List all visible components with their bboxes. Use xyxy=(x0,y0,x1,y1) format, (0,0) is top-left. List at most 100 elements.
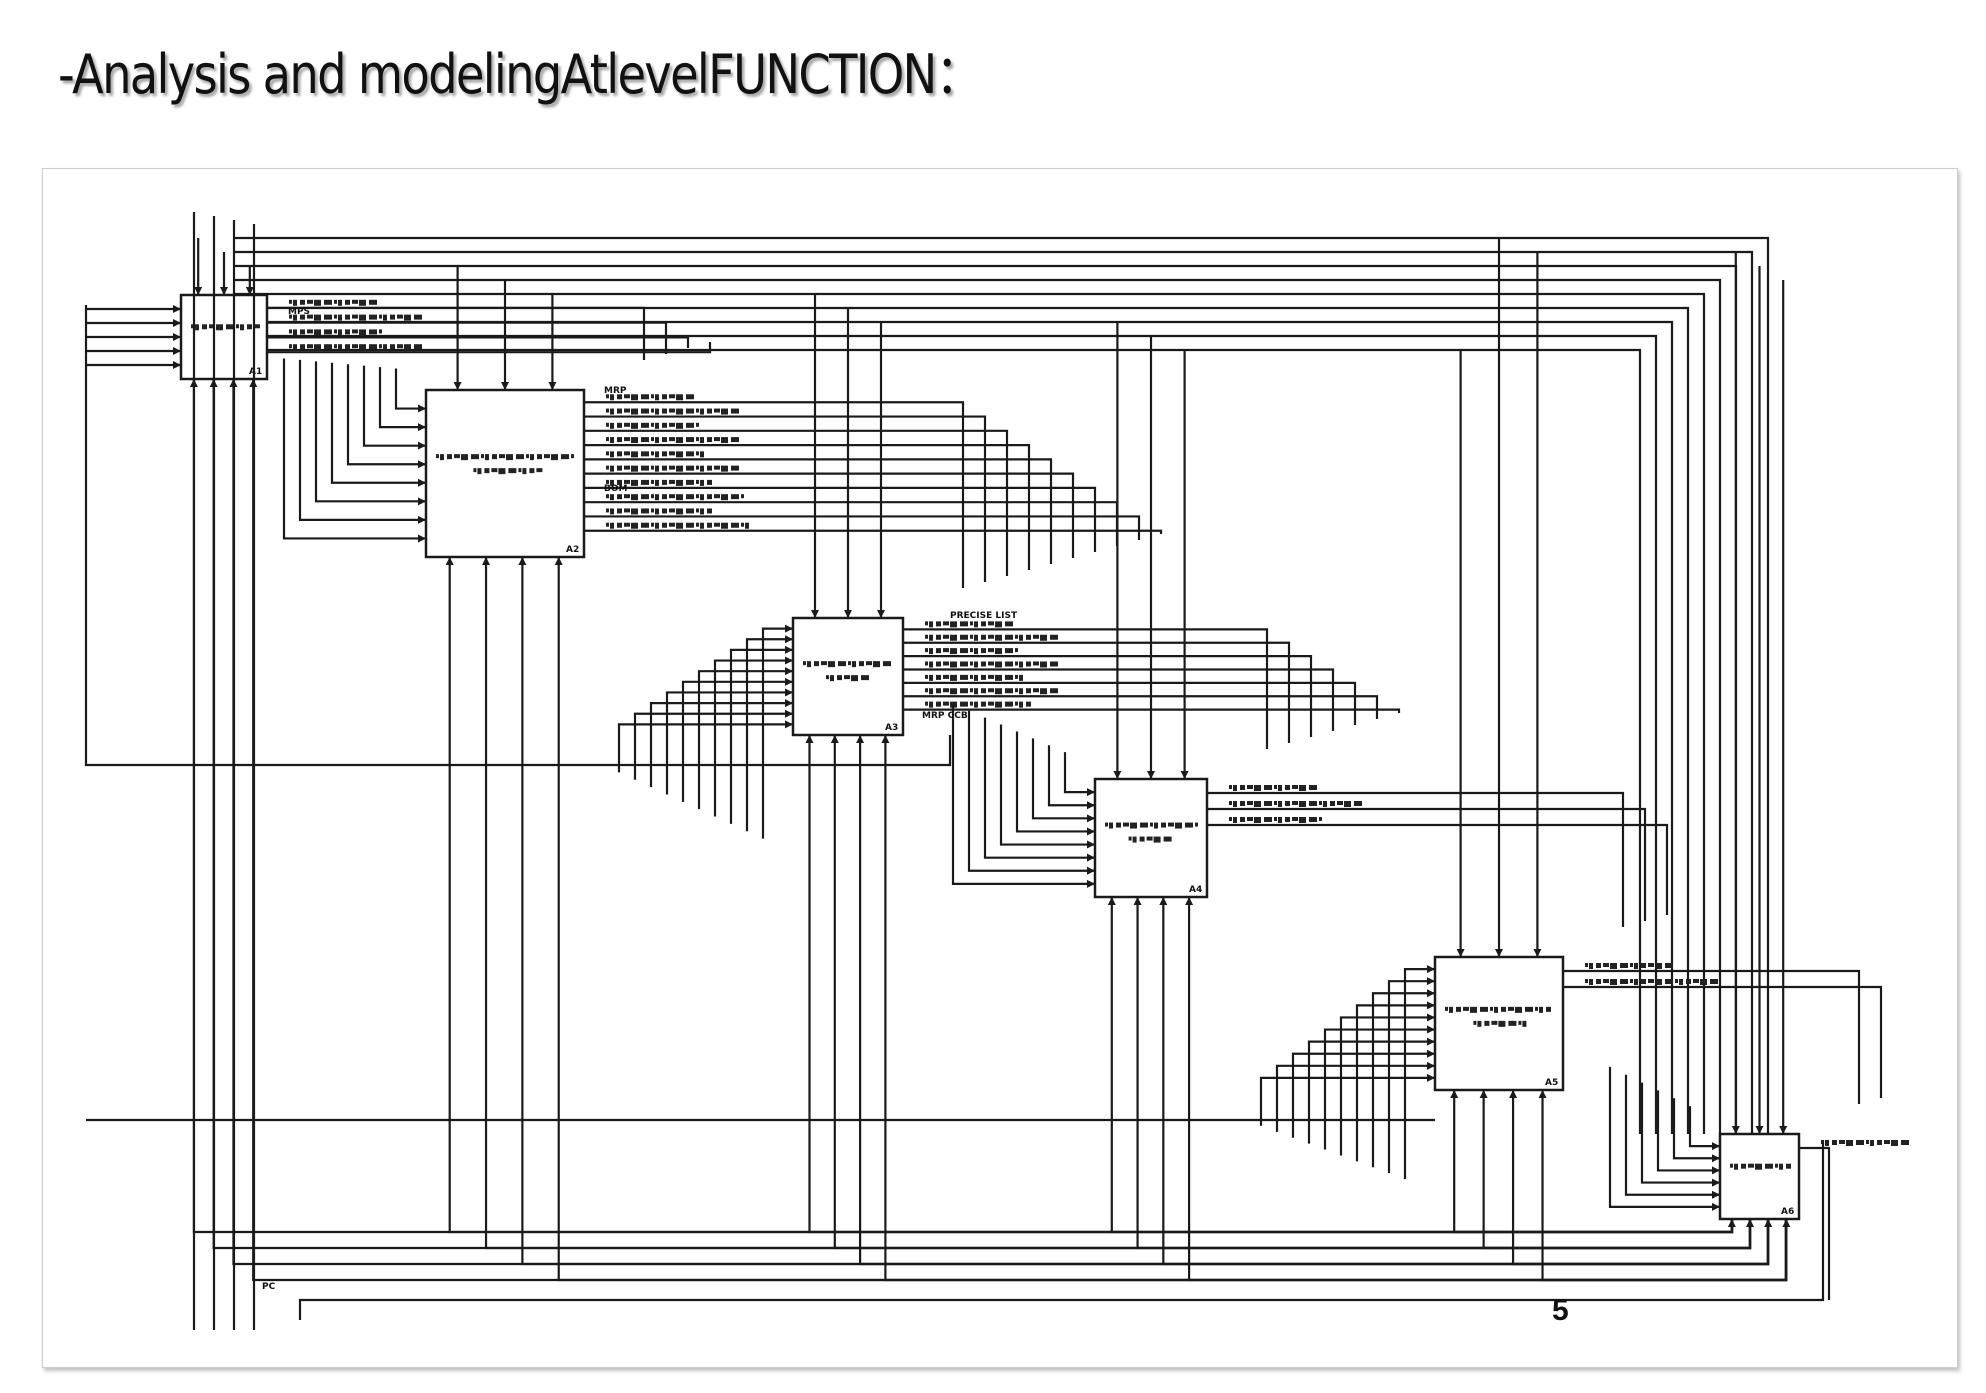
arrowhead-icon xyxy=(1509,1090,1518,1098)
input-arrow xyxy=(617,723,793,773)
arrowhead-icon xyxy=(1538,1090,1547,1098)
input-arrow xyxy=(1371,992,1435,1168)
arrowhead-icon xyxy=(173,347,181,355)
output-label xyxy=(606,408,739,415)
input-arrow xyxy=(1403,967,1435,1180)
output-arrow xyxy=(267,306,646,360)
control-bus-line xyxy=(234,348,1642,1134)
activity-box-title xyxy=(1473,1020,1527,1027)
feedback-line xyxy=(84,305,952,767)
arrowhead-icon xyxy=(1755,1126,1764,1134)
output-label xyxy=(289,314,422,321)
input-arrow xyxy=(1339,1016,1435,1156)
arrowhead-icon xyxy=(1427,1025,1435,1034)
output-arrow xyxy=(267,336,690,348)
arrowhead-icon xyxy=(830,735,839,743)
mechanism-arrow xyxy=(858,735,1770,1266)
input-arrow xyxy=(1688,1106,1720,1148)
arrowhead-icon xyxy=(785,624,793,633)
output-arrow xyxy=(584,486,1097,552)
activity-box xyxy=(1718,1132,1801,1221)
arrowhead-icon xyxy=(1712,1178,1720,1187)
arrowhead-icon xyxy=(1712,1142,1720,1151)
arrowhead-icon xyxy=(453,382,462,390)
input-arrow xyxy=(1047,745,1095,807)
input-arrow xyxy=(1640,1082,1720,1184)
output-arrow xyxy=(1207,807,1647,921)
arrowhead-icon xyxy=(1113,771,1122,779)
activity-box-title xyxy=(436,454,574,461)
output-arrow xyxy=(903,695,1379,719)
input-arrow xyxy=(761,627,793,839)
output-arrow xyxy=(584,529,1163,534)
arrowhead-icon xyxy=(785,688,793,697)
arrowhead-icon xyxy=(1087,801,1095,810)
output-label xyxy=(1585,963,1673,969)
input-arrow xyxy=(697,670,793,810)
arrowhead-icon xyxy=(1427,1001,1435,1010)
activity-box-title xyxy=(1730,1163,1791,1170)
arrowhead-icon xyxy=(194,287,203,295)
box-id-label: A3 xyxy=(885,723,898,733)
output-arrow xyxy=(267,342,712,354)
box-id-label: A6 xyxy=(1781,1207,1794,1217)
output-label-mps: MPS xyxy=(288,307,310,317)
arrowhead-icon xyxy=(1427,1037,1435,1046)
output-label xyxy=(925,661,1058,668)
activity-box-title xyxy=(803,661,891,668)
arrowhead-icon xyxy=(785,709,793,718)
input-arrow xyxy=(649,701,793,788)
arrowhead-icon xyxy=(1427,965,1435,974)
mechanism-arrow xyxy=(833,735,1752,1250)
arrowhead-icon xyxy=(173,333,181,341)
arrowhead-icon xyxy=(1185,897,1194,905)
arrowhead-icon xyxy=(418,441,426,450)
output-arrow xyxy=(584,458,1053,564)
output-arrow xyxy=(1207,791,1625,927)
arrowhead-icon xyxy=(1712,1202,1720,1211)
input-arrow xyxy=(314,361,426,503)
output-label xyxy=(606,437,739,444)
output-label xyxy=(606,465,739,472)
output-label-mrp-ccb: MRP CCB xyxy=(922,711,968,721)
arrowhead-icon xyxy=(785,720,793,729)
input-arrow xyxy=(1259,1076,1435,1126)
arrowhead-icon xyxy=(554,557,563,565)
arrowhead-icon xyxy=(482,557,491,565)
arrowhead-icon xyxy=(785,699,793,708)
arrowhead-icon xyxy=(1087,788,1095,797)
arrowhead-icon xyxy=(785,677,793,686)
arrowhead-icon xyxy=(173,319,181,327)
mechanism-arrow xyxy=(448,557,1734,1234)
arrowhead-icon xyxy=(173,361,181,369)
arrowhead-icon xyxy=(418,497,426,506)
output-arrow xyxy=(267,321,668,354)
arrowhead-icon xyxy=(1427,1061,1435,1070)
arrowhead-icon xyxy=(1087,814,1095,823)
arrowhead-icon xyxy=(445,557,454,565)
arrowhead-icon xyxy=(1427,977,1435,986)
page-number: 5 xyxy=(1552,1294,1569,1327)
input-arrow xyxy=(1015,731,1095,833)
arrowhead-icon xyxy=(173,305,181,313)
input-arrow xyxy=(967,710,1095,872)
activity-box-title xyxy=(1105,822,1198,829)
output-label-precise-list: PRECISE LIST xyxy=(950,611,1018,621)
input-arrow xyxy=(633,712,793,780)
mechanism-label-pc: PC xyxy=(262,1282,276,1292)
output-label xyxy=(289,329,382,336)
input-arrow xyxy=(1063,752,1095,794)
control-bus-line xyxy=(234,278,1722,1134)
output-arrow xyxy=(584,515,1141,540)
arrowhead-icon xyxy=(1479,1090,1488,1098)
output-label xyxy=(606,394,694,401)
arrowhead-icon xyxy=(418,534,426,543)
arrowhead-icon xyxy=(1727,1219,1736,1227)
arrowhead-icon xyxy=(1427,989,1435,998)
output-label xyxy=(925,688,1058,695)
output-label xyxy=(606,479,712,486)
input-arrow xyxy=(745,638,793,832)
input-arrow xyxy=(1672,1098,1720,1160)
activity-box-title xyxy=(826,675,869,682)
